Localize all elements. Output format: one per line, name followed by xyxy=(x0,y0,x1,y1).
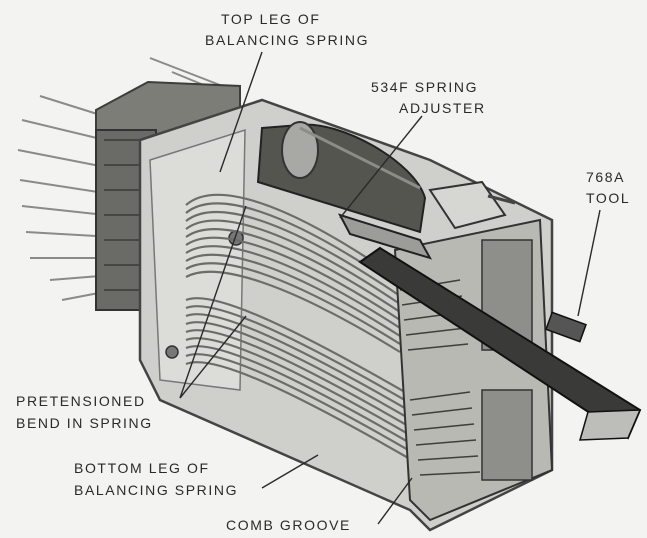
leader-comb-groove xyxy=(377,477,413,525)
label-top-leg-line2: BALANCING SPRING xyxy=(205,32,369,48)
leader-bottom-leg xyxy=(261,454,319,489)
label-bottom-leg-line1: BOTTOM LEG OF xyxy=(74,460,210,476)
relay-coil xyxy=(256,121,516,234)
label-pretensioned-line1: PRETENSIONED xyxy=(16,393,146,409)
terminal-wires xyxy=(17,57,241,301)
leader-spring-adjuster xyxy=(339,115,423,219)
callout-labels: TOP LEG OF BALANCING SPRING 534F SPRING … xyxy=(16,11,630,533)
label-tool-line1: 768A xyxy=(586,169,625,185)
mounting-screw-lower xyxy=(165,345,179,359)
upper-spring-bundle xyxy=(185,193,401,353)
label-pretensioned-line2: BEND IN SPRING xyxy=(16,415,153,431)
terminal-block xyxy=(95,80,241,311)
label-spring-adjuster-line2: ADJUSTER xyxy=(399,100,486,116)
label-spring-adjuster-line1: 534F SPRING xyxy=(371,79,478,95)
leader-pretensioned-a xyxy=(179,205,247,399)
spring-adjuster xyxy=(337,213,433,260)
leader-lines xyxy=(179,51,601,525)
label-tool-line2: TOOL xyxy=(586,190,630,206)
tool-768a xyxy=(358,246,642,441)
leader-pretensioned-b xyxy=(179,315,247,399)
label-bottom-leg-line2: BALANCING SPRING xyxy=(74,482,238,498)
leader-top-leg xyxy=(219,51,263,173)
label-top-leg-line1: TOP LEG OF xyxy=(221,11,321,27)
lower-spring-bundle xyxy=(185,297,411,460)
label-comb-groove: COMB GROOVE xyxy=(226,517,351,533)
leader-tool xyxy=(577,209,601,317)
